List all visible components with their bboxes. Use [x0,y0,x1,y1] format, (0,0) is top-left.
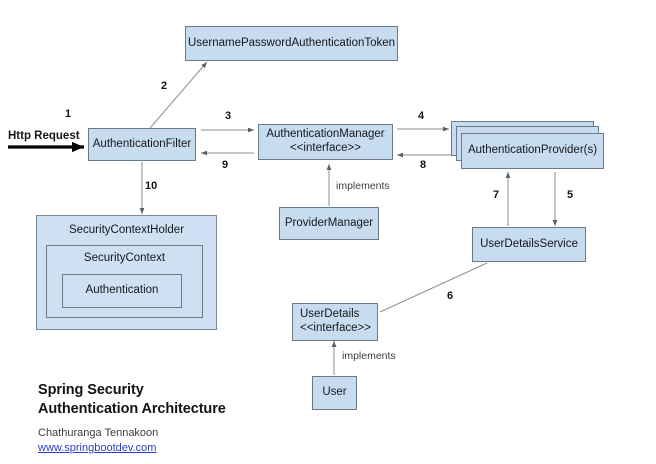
edge-label-implements-user: implements [342,350,396,362]
edge-label-6: 6 [447,290,454,302]
node-label: UsernamePasswordAuthenticationToken [187,36,396,49]
node-authentication-manager[interactable]: AuthenticationManager <<interface>> [258,124,393,160]
node-label: User [322,386,347,399]
edge-label-1: 1 [65,108,72,120]
edge-label-2: 2 [161,80,168,92]
node-authentication-filter[interactable]: AuthenticationFilter [88,128,196,161]
node-label: AuthenticationManager [266,128,385,141]
edge-label-8: 8 [420,159,427,171]
website-link[interactable]: www.springbootdev.com [38,442,157,455]
author-name: Chathuranga Tennakoon [38,427,159,440]
title-line-2: Authentication Architecture [38,401,226,418]
node-user[interactable]: User [312,376,357,410]
security-context-label: SecurityContext [83,252,166,264]
node-user-details[interactable]: UserDetails <<interface>> [292,303,378,341]
edge-label-4: 4 [418,110,425,122]
edge-label-implements-manager: implements [336,180,390,192]
edge-label-5: 5 [567,189,574,201]
node-username-password-authentication-token[interactable]: UsernamePasswordAuthenticationToken [185,26,398,61]
edge-label-3: 3 [225,110,232,122]
node-provider-manager[interactable]: ProviderManager [279,207,379,240]
edge-6 [379,262,488,313]
node-label: ProviderManager [284,216,374,229]
title-line-1: Spring Security [38,382,144,398]
node-stereotype: <<interface>> [290,142,361,154]
edge-label-10: 10 [145,180,158,192]
node-authentication[interactable] [62,274,182,308]
security-context-holder-label: SecurityContextHolder [68,224,185,236]
node-label: UserDetailsService [480,237,578,250]
edge-2 [149,61,208,129]
node-label: UserDetails [300,308,360,321]
node-user-details-service[interactable]: UserDetailsService [472,227,586,262]
node-authentication-provider[interactable]: AuthenticationProvider(s) [461,133,604,169]
title-block: Spring Security Authentication Architect… [38,381,226,456]
node-label: AuthenticationFilter [92,137,192,150]
edge-label-http-request: Http Request [8,130,80,142]
edge-label-7: 7 [493,189,500,201]
node-label: AuthenticationProvider(s) [467,144,598,157]
authentication-label: Authentication [85,284,159,296]
edge-label-9: 9 [222,159,229,171]
node-stereotype: <<interface>> [300,322,371,334]
